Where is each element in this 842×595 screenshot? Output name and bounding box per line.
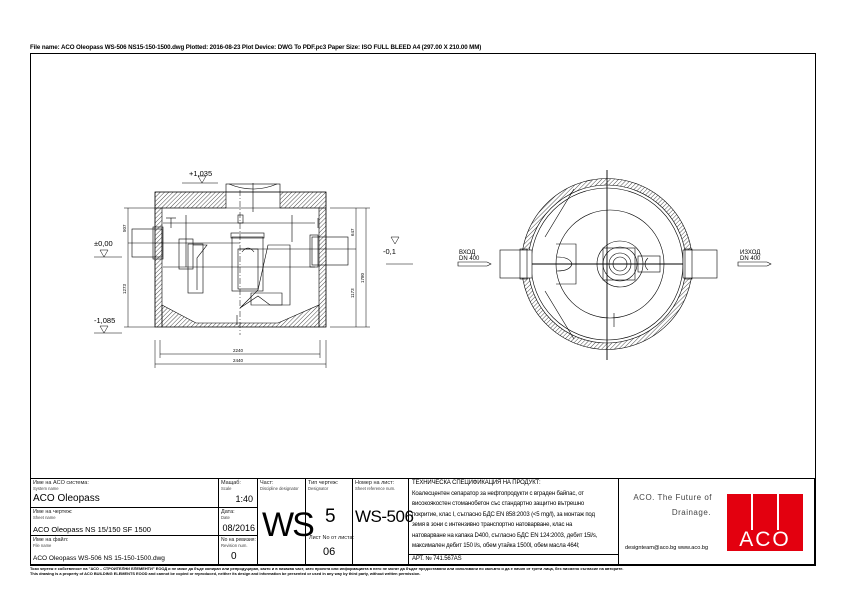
drawing-frame [30,53,816,566]
type-cell: Тип чертеж: Designator 5 Лист No от лист… [305,478,355,565]
level-top: +1,035 [189,169,212,178]
slogan-line2: Drainage. [671,508,711,517]
sheet-value: ACO Oleopass NS 15/150 SF 1500 [33,525,151,534]
system-sub: System name [33,486,59,491]
disclaimer-en: This drawing is a property of ACO BUILDI… [30,571,421,576]
level-inlet: ±0,00 [94,239,113,248]
system-value: ACO Oleopass [33,493,100,504]
dim-right-total: 1780 [360,272,365,283]
file-name-cell: Име на файл: File name ACO Oleopass WS-5… [30,535,219,565]
aco-logo: ACO [727,494,803,551]
sheet-num-sub: Sheet reference num. [355,486,396,491]
file-sub: File name [33,543,52,548]
type-value: 5 [325,506,336,527]
dim-left-upper: 507 [122,224,127,232]
plan-view [457,170,772,360]
type-label: Тип чертеж: [308,480,339,486]
dimension-lines [94,175,413,368]
spec-line: високоякостен стоманобетон със стандартн… [412,501,585,507]
file-label: Име на файл: [33,537,69,543]
aco-logo-text: ACO [739,528,791,551]
level-bottom: -1,085 [94,316,115,325]
system-name-cell: Име на ACO система: System name ACO Oleo… [30,478,219,508]
outlet-label: ИЗХОД [740,250,760,256]
date-label: Дата: [221,509,235,515]
sheet-num-label: Номер на лист: [355,480,395,486]
sheet-num-value: WS-506 [355,507,414,526]
sheet-label: Име на чертеж: [33,509,73,515]
dim-inner-width: 2240 [233,348,244,353]
sheet-name-cell: Име на чертеж: Sheet name ACO Oleopass N… [30,507,219,536]
spec-line: максимален дебит 150 l/s, обем утайка 15… [412,543,580,549]
level-outlet: -0,1 [383,247,396,256]
dim-right-upper: 647 [350,228,355,236]
spec-line: натоварване на капака D400, съгласно БДС… [412,532,598,539]
aco-brand-cell: ACO. The Future of Drainage. designteam@… [618,478,815,565]
system-label: Име на ACO система: [33,480,89,486]
dim-outer-width: 2440 [233,358,244,363]
scale-cell: Мащаб: Scale 1:40 [218,478,258,508]
dim-left-lower: 1273 [122,283,127,294]
scale-sub: Scale [221,486,232,491]
scale-value: 1:40 [235,494,253,504]
sheet-number-cell: Номер на лист: Sheet reference num. WS-5… [352,478,414,565]
type-sub: Designator [308,486,329,491]
section-view [128,183,356,335]
spec-title: ТЕХНИЧЕСКА СПЕЦИФИКАЦИЯ НА ПРОДУКТ: [412,480,541,486]
contact-info: designteam@aco.bg www.aco.bg [625,545,709,551]
part-label: Част: [260,480,274,486]
sheet-sub: Sheet name [33,515,56,520]
dim-right-lower: 1173 [350,288,355,298]
revision-value: 0 [231,551,237,562]
sheet-of-label: Лист No от листа: [309,535,355,541]
outlet-size: DN 400 [740,256,761,262]
date-sub: Date [221,515,230,520]
slogan-line1: ACO. The Future of [633,493,712,502]
disclaimer-bg: Този чертеж е собственост на "АСО – СТРО… [30,566,624,571]
part-sub: Discipline designator [260,486,299,491]
file-info-header: File name: ACO Oleopass WS-506 NS15-150-… [30,44,482,51]
revision-sub: Revision num. [221,543,248,548]
specification-cell: ТЕХНИЧЕСКА СПЕЦИФИКАЦИЯ НА ПРОДУКТ: Коал… [408,478,619,565]
inlet-label: ВХОД [459,250,475,256]
spec-line: покритие, клас I, съгласно БДС EN 858:20… [412,511,595,518]
file-value: ACO Oleopass WS-506 NS 15-150-1500.dwg [33,555,165,562]
date-value: 08/2016 [222,523,255,533]
inlet-size: DN 400 [459,256,480,262]
spec-line: земя в зони с интензивно транспортно нат… [412,522,573,528]
spec-line: Коалесцентен сепаратор за нефтопродукти … [412,490,584,497]
revision-cell: No на ревизия: Revision num. 0 [218,535,258,565]
sheet-of-value: 06 [323,546,336,558]
article-number: АРТ. № 741.567AS [412,556,462,562]
scale-label: Мащаб: [221,480,241,486]
date-cell: Дата: Date 08/2016 [218,507,258,536]
part-cell: Част: Discipline designator WS [257,478,315,565]
revision-label: No на ревизия: [221,537,256,543]
